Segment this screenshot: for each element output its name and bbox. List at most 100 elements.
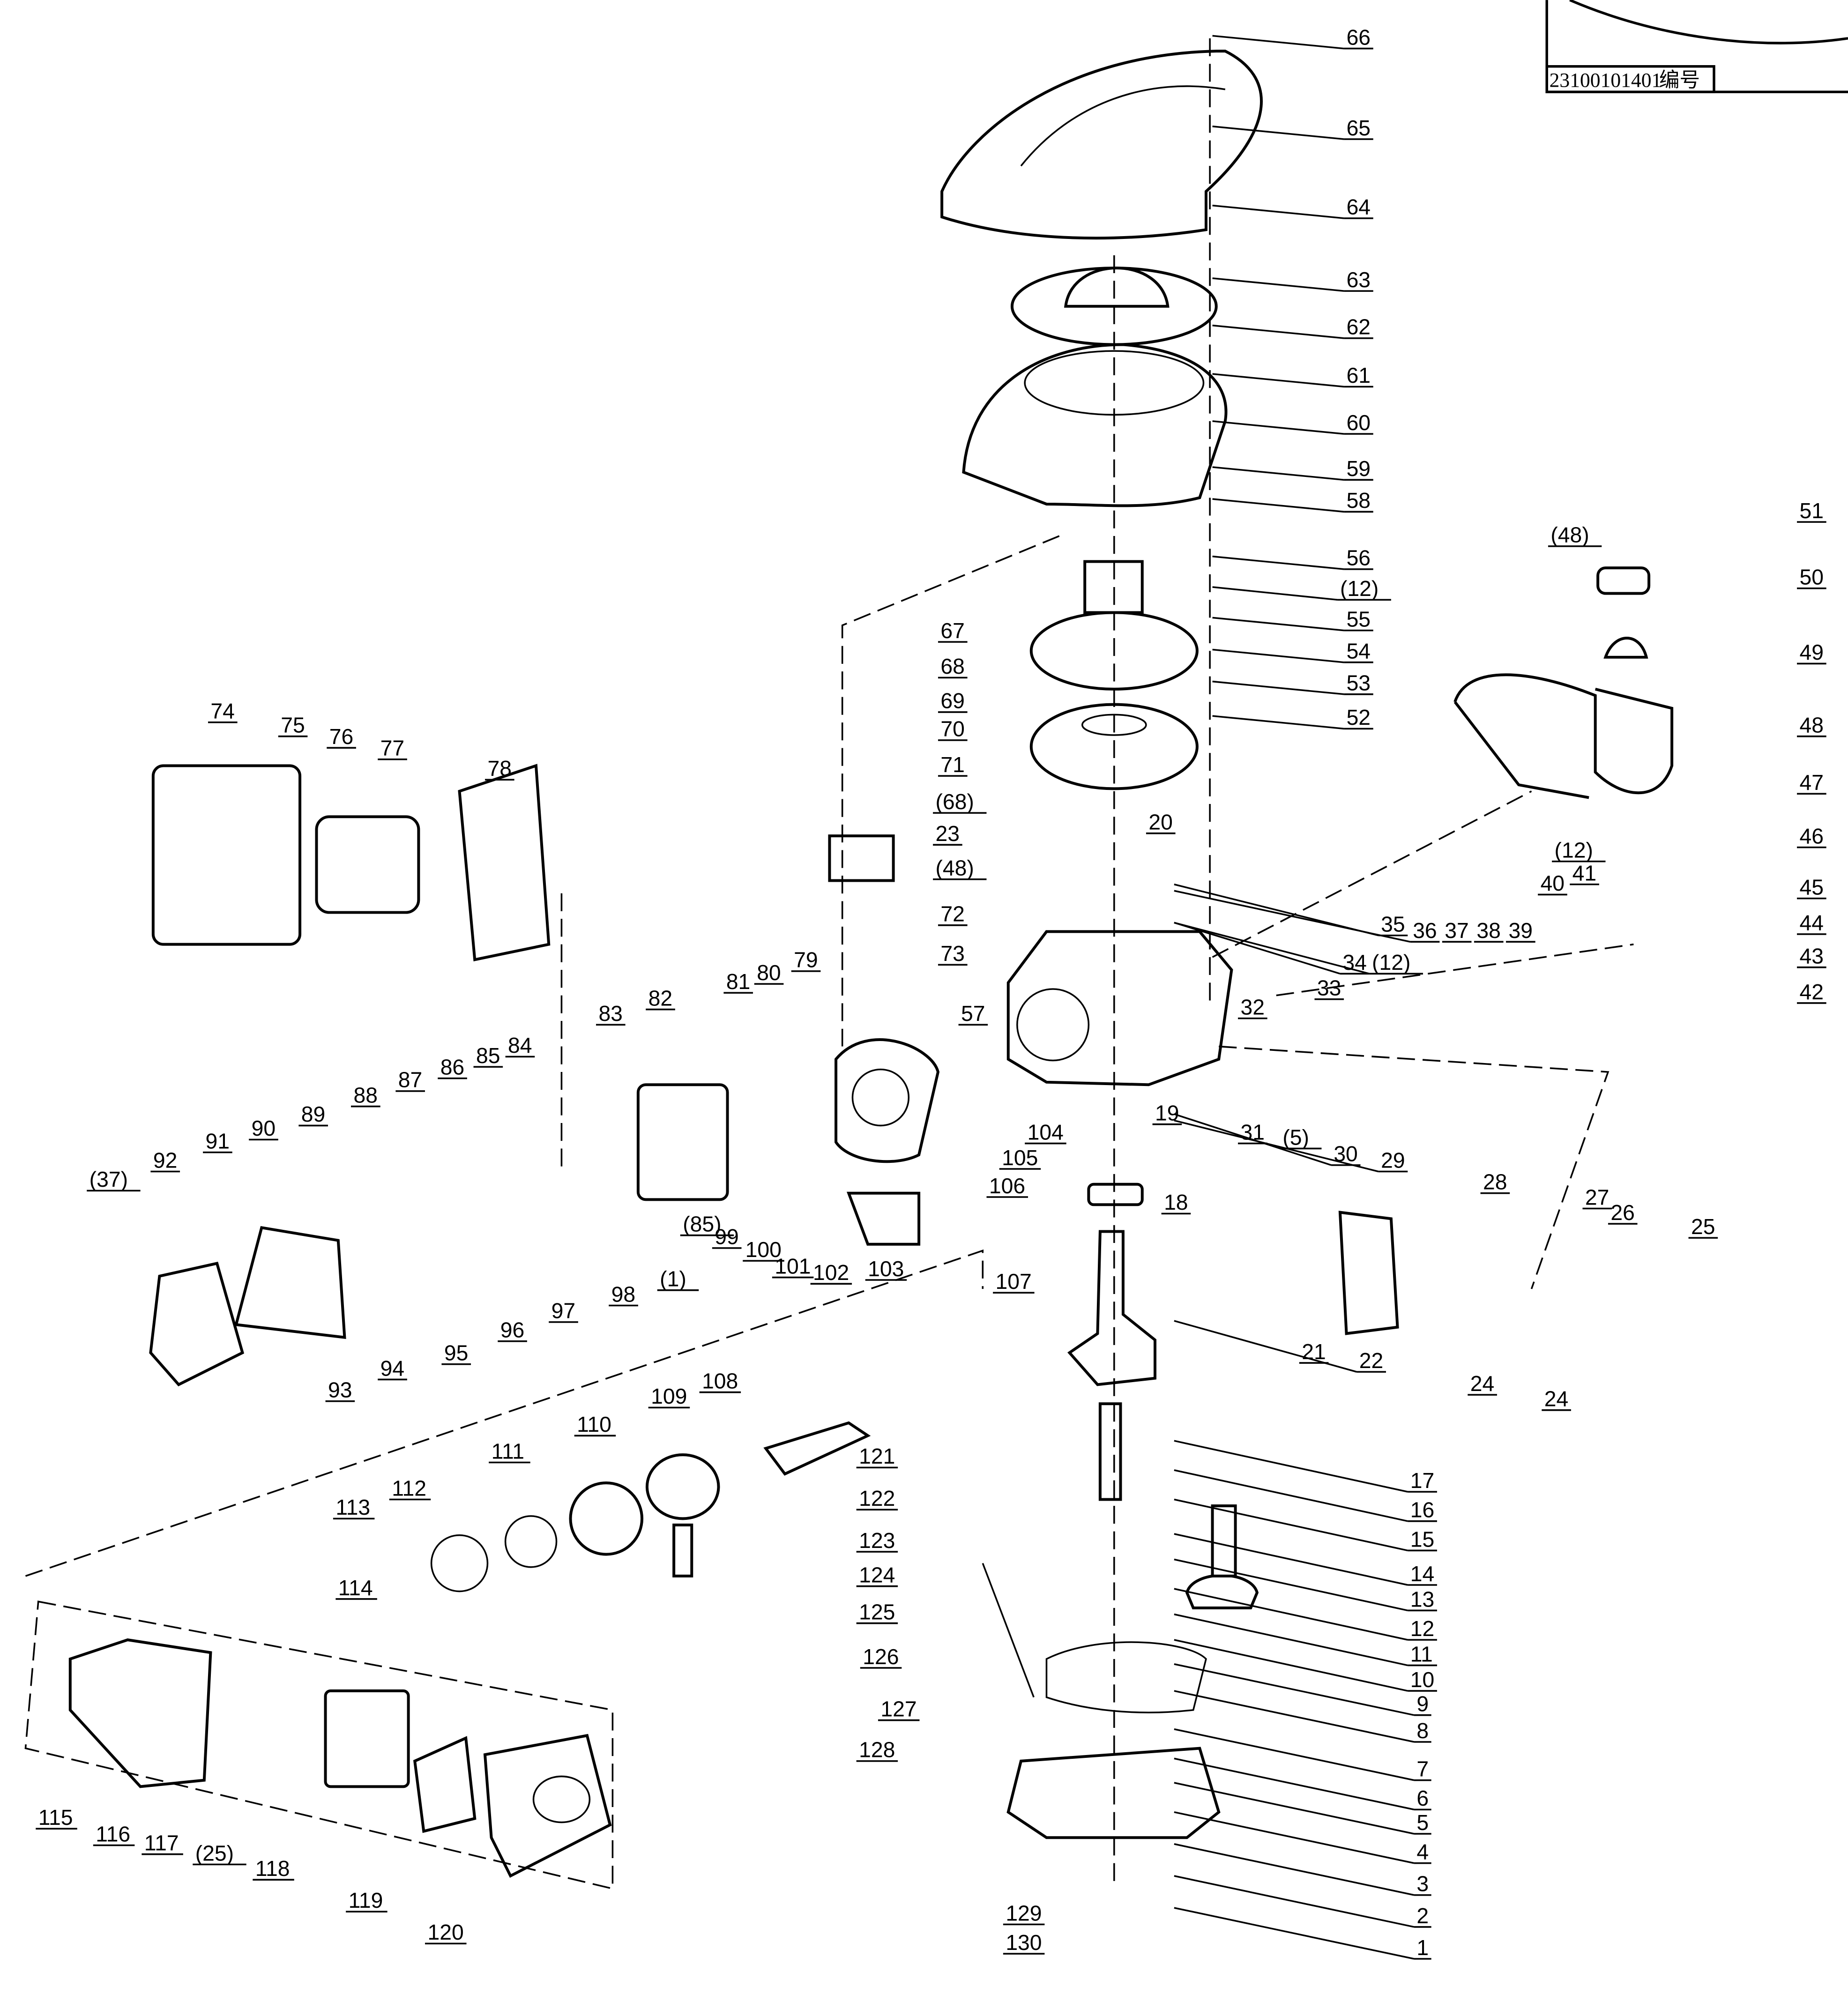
leader-line [1174, 1690, 1415, 1743]
part-label-107: 107 [993, 1269, 1035, 1294]
part-label-68: (68) [933, 789, 987, 814]
part-label-42: 42 [1797, 980, 1826, 1004]
part-label-51: 51 [1797, 498, 1826, 523]
leader-line [1212, 35, 1344, 50]
part-label-10: 10 [1174, 1639, 1437, 1692]
part-number: 105 [1002, 1146, 1038, 1170]
part-number: 128 [859, 1738, 895, 1762]
part-label-108: 108 [699, 1369, 741, 1393]
part-label-129: 129 [1003, 1901, 1045, 1925]
part-number: 82 [648, 986, 673, 1010]
part-number: 55 [1347, 607, 1371, 631]
leader-line [1174, 1558, 1408, 1612]
part-labels: 66656463626160595856(12)555453525150(48)… [36, 25, 1826, 1960]
part-number: 51 [1799, 498, 1824, 523]
part-label-20: 20 [1146, 810, 1176, 834]
leader-line [1174, 1498, 1408, 1552]
part-label-70: 70 [938, 717, 968, 741]
part-number: 81 [726, 969, 751, 994]
part-number: 125 [859, 1600, 895, 1624]
part-label-47: 47 [1797, 770, 1826, 795]
part-number: 123 [859, 1528, 895, 1553]
part-label-44: 44 [1797, 911, 1826, 935]
part-number: 64 [1347, 195, 1371, 219]
part-number: 10 [1410, 1667, 1435, 1692]
piston-ring-2 [504, 1515, 558, 1568]
part-number: 122 [859, 1486, 895, 1510]
part-label-65: 65 [1212, 116, 1373, 140]
part-number: 4 [1416, 1840, 1429, 1864]
part-number: 108 [702, 1369, 738, 1393]
part-label-13: 13 [1174, 1558, 1437, 1612]
part-label-92: 92 [150, 1148, 180, 1172]
part-number: 48 [1799, 713, 1824, 737]
part-label-126: 126 [860, 1644, 902, 1669]
leader-line [1212, 420, 1344, 435]
part-label-104: 104 [1025, 1120, 1066, 1144]
piston-pin [672, 1523, 693, 1577]
part-number: 109 [651, 1384, 687, 1408]
muffler-guard [151, 764, 302, 946]
part-label-60: 60 [1212, 410, 1373, 435]
part-label-91: 91 [203, 1129, 232, 1153]
part-label-46: 46 [1797, 824, 1826, 848]
part-number: 113 [335, 1495, 370, 1519]
part-number: 75 [281, 713, 305, 737]
part-label-103: 103 [865, 1257, 907, 1281]
part-number: 16 [1410, 1498, 1435, 1522]
part-number: 95 [444, 1341, 469, 1365]
part-number: 45 [1799, 875, 1824, 899]
part-label-25: (25) [193, 1841, 246, 1865]
leader-line [1174, 1843, 1415, 1896]
part-label-93: 93 [325, 1378, 355, 1402]
camshaft [1185, 1574, 1259, 1610]
part-number: 5 [1416, 1810, 1429, 1835]
part-label-23: 23 [933, 821, 962, 846]
part-label-58: 58 [1212, 488, 1373, 513]
crankshaft [1067, 1230, 1156, 1386]
part-number: 30 [1334, 1142, 1358, 1166]
part-label-99: 99 [712, 1225, 742, 1249]
part-number: 41 [1572, 861, 1597, 885]
part-number: 18 [1164, 1190, 1188, 1214]
part-number: 50 [1799, 565, 1824, 589]
part-label-61: 61 [1212, 363, 1373, 387]
part-number: 33 [1317, 976, 1341, 1000]
leader-line [1174, 1663, 1415, 1716]
part-label-106: 106 [986, 1174, 1028, 1198]
part-label-66: 66 [1212, 25, 1373, 50]
drawing-number: 23100101401 [1550, 69, 1662, 91]
part-label-72: 72 [938, 902, 968, 926]
part-label-6: 6 [1174, 1757, 1431, 1810]
bearing-upper [1087, 1183, 1144, 1206]
part-label-11: 11 [1174, 1613, 1437, 1666]
part-number: (12) [1340, 576, 1379, 601]
part-label-27: 27 [1582, 1185, 1612, 1209]
title-block: 23100101401 编号 [1545, 0, 1848, 93]
part-label-84: 84 [505, 1033, 535, 1057]
part-number: 9 [1416, 1692, 1429, 1716]
part-number: 110 [577, 1412, 611, 1436]
part-number: 62 [1347, 315, 1371, 339]
cylinder-head [636, 1083, 729, 1201]
part-number: 121 [859, 1444, 895, 1468]
part-label-48: (48) [933, 856, 987, 880]
part-label-128: 128 [856, 1738, 898, 1762]
part-number: 60 [1347, 410, 1371, 435]
part-number: 112 [392, 1476, 426, 1500]
part-number: 68 [940, 654, 964, 678]
part-number: 86 [440, 1055, 465, 1079]
part-number: 6 [1416, 1786, 1429, 1810]
part-label-37: 37 [1442, 918, 1472, 943]
part-label-90: 90 [249, 1116, 278, 1140]
part-number: (85) [683, 1212, 721, 1236]
part-label-109: 109 [648, 1384, 690, 1408]
head-gasket [835, 1038, 940, 1163]
part-number: 43 [1799, 944, 1824, 968]
part-label-83: 83 [596, 1001, 626, 1026]
part-number: (37) [89, 1167, 128, 1191]
part-number: 56 [1347, 546, 1371, 570]
part-label-30: 30 [1174, 1113, 1361, 1166]
piston-ring-1 [569, 1481, 644, 1556]
leader-line [1212, 498, 1344, 513]
